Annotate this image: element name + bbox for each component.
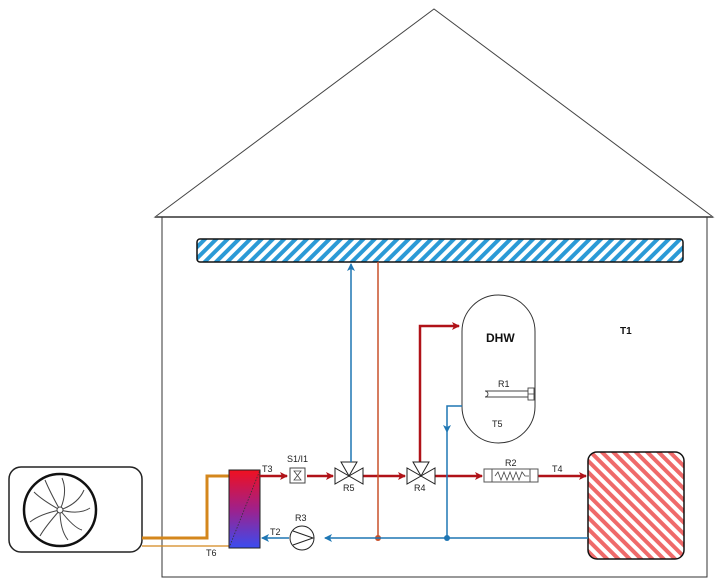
label-s1-i1: S1/I1 — [287, 454, 308, 464]
label-r2: R2 — [505, 458, 517, 468]
floor-heating-panel[interactable] — [196, 238, 684, 263]
house-walls — [161, 217, 708, 578]
roof — [153, 8, 715, 218]
three-way-valve-r5[interactable] — [334, 461, 364, 485]
room-sensor-t1: T1 — [620, 326, 632, 337]
dhw-return-pipe — [443, 405, 462, 433]
heat-exchanger[interactable] — [228, 469, 261, 549]
backup-heater-r2[interactable] — [483, 468, 539, 483]
dhw-tank[interactable] — [461, 294, 536, 444]
three-way-valve-r4[interactable] — [406, 461, 436, 485]
flow-sensor-s1[interactable] — [289, 467, 306, 484]
circulation-pump-r3[interactable] — [289, 525, 315, 551]
label-t5: T5 — [492, 419, 503, 429]
label-t2: T2 — [270, 527, 281, 537]
house-outline — [153, 8, 715, 578]
label-r1: R1 — [498, 379, 510, 389]
label-r5: R5 — [343, 483, 355, 493]
fan-icon — [22, 472, 98, 548]
label-r3: R3 — [295, 513, 307, 523]
supply-line — [260, 322, 587, 480]
radiator-panel[interactable] — [587, 451, 685, 560]
label-t3: T3 — [262, 464, 273, 474]
label-r4: R4 — [414, 483, 426, 493]
outdoor-pipes — [142, 474, 229, 547]
label-t6: T6 — [206, 548, 217, 558]
label-t4: T4 — [552, 464, 563, 474]
immersion-heater-r1[interactable] — [484, 387, 535, 401]
outdoor-unit[interactable] — [8, 466, 143, 553]
dhw-label: DHW — [486, 331, 515, 345]
